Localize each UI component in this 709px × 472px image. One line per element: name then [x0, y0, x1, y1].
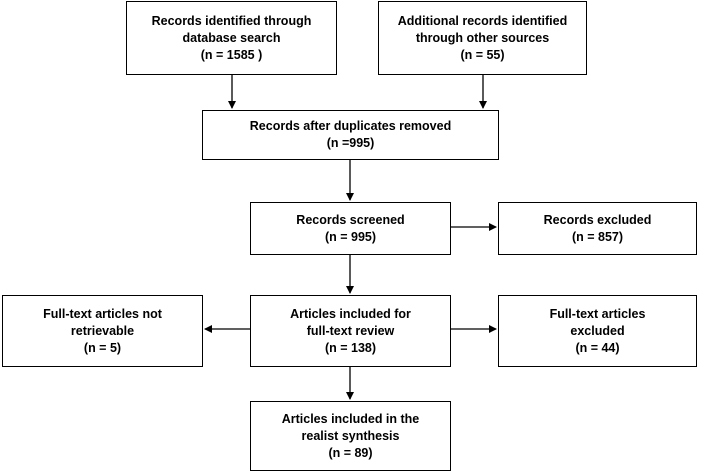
after-duplicates-box: Records after duplicates removed (n =995…	[202, 110, 499, 160]
fulltext-excluded-box: Full-text articles excluded (n = 44)	[498, 295, 697, 367]
records-excluded-count: (n = 857)	[571, 229, 624, 244]
not-retrievable-box: Full-text articles not retrievable (n = …	[2, 295, 203, 367]
records-screened-box: Records screened (n = 995)	[250, 202, 451, 255]
records-identified-count: (n = 1585 )	[200, 47, 263, 62]
additional-records-count: (n = 55)	[460, 47, 505, 62]
additional-records-box: Additional records identified through ot…	[378, 1, 587, 75]
additional-records-line-1: Additional records identified	[397, 13, 568, 28]
fulltext-review-box: Articles included for full-text review (…	[250, 295, 451, 367]
records-identified-line-1: Records identified through	[151, 13, 312, 28]
not-retrievable-line-1: Full-text articles not	[43, 306, 162, 321]
after-duplicates-count: (n =995)	[326, 136, 375, 150]
fulltext-review-line-1: Articles included for	[290, 306, 411, 321]
records-identified-line-2: database search	[182, 30, 281, 45]
synthesis-box: Articles included in the realist synthes…	[250, 401, 451, 471]
synthesis-line-1: Articles included in the	[281, 411, 420, 426]
records-identified-box: Records identified through database sear…	[126, 1, 337, 75]
synthesis-line-2: realist synthesis	[301, 428, 400, 443]
fulltext-excluded-count: (n = 44)	[575, 340, 620, 355]
records-screened-count: (n = 995)	[324, 229, 377, 244]
records-excluded-line-1: Records excluded	[543, 212, 652, 227]
fulltext-review-line-2: full-text review	[306, 323, 395, 338]
synthesis-count: (n = 89)	[328, 445, 373, 460]
fulltext-excluded-line-2: excluded	[570, 323, 625, 338]
fulltext-review-count: (n = 138)	[324, 340, 377, 355]
records-screened-line-1: Records screened	[296, 212, 405, 227]
additional-records-line-2: through other sources	[415, 30, 550, 45]
not-retrievable-line-2: retrievable	[70, 323, 135, 338]
after-duplicates-line-1: Records after duplicates removed	[249, 119, 452, 133]
records-excluded-box: Records excluded (n = 857)	[498, 202, 697, 255]
not-retrievable-count: (n = 5)	[83, 340, 122, 355]
fulltext-excluded-line-1: Full-text articles	[549, 306, 646, 321]
